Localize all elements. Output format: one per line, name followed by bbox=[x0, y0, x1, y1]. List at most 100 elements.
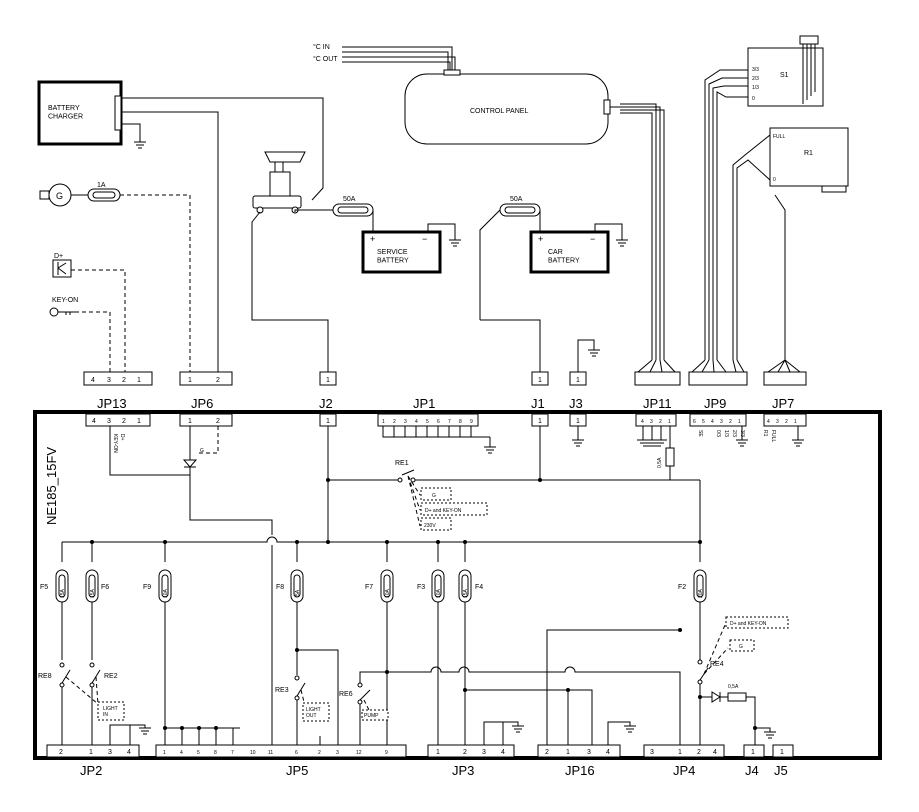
svg-text:4: 4 bbox=[767, 419, 770, 425]
svg-text:9: 9 bbox=[470, 419, 473, 425]
svg-text:1: 1 bbox=[89, 749, 93, 756]
svg-text:12: 12 bbox=[356, 750, 362, 756]
svg-text:4: 4 bbox=[711, 419, 714, 425]
relay-re8: RE8 bbox=[38, 662, 71, 688]
jp11-small-fuse bbox=[665, 447, 675, 467]
svg-text:3: 3 bbox=[650, 749, 654, 756]
board-connector-j3: 1 bbox=[569, 413, 587, 427]
bottom-connector-jp16: 2 1 3 4 bbox=[537, 744, 621, 758]
connector-name-jp5: JP5 bbox=[286, 763, 308, 778]
sensor-s1: S1 3/3 2/3 1/3 0 bbox=[747, 35, 824, 107]
svg-text:2: 2 bbox=[785, 419, 788, 425]
svg-text:1: 1 bbox=[668, 419, 671, 425]
fuse-f2: 20A F2 bbox=[678, 569, 707, 603]
board-outline bbox=[33, 410, 882, 760]
pump-tag bbox=[361, 709, 389, 721]
svg-text:6: 6 bbox=[295, 750, 298, 756]
svg-text:1: 1 bbox=[137, 377, 141, 384]
svg-text:0: 0 bbox=[752, 96, 755, 102]
svg-text:1: 1 bbox=[566, 749, 570, 756]
fuse-f9: 10A F9 bbox=[143, 569, 172, 603]
svg-text:7: 7 bbox=[448, 419, 451, 425]
bottom-connector-jp4: 3 1 2 4 bbox=[643, 744, 725, 758]
svg-text:F8: F8 bbox=[276, 584, 284, 591]
svg-text:FULL: FULL bbox=[770, 430, 776, 442]
light-in-tag bbox=[97, 701, 125, 721]
battery-switch-icon bbox=[252, 151, 306, 214]
connector-name-j5: J5 bbox=[774, 763, 788, 778]
svg-text:G: G bbox=[200, 448, 204, 454]
svg-text:5: 5 bbox=[426, 419, 429, 425]
svg-text:F5: F5 bbox=[40, 584, 48, 591]
board-connector-jp1: 1 2 3 4 5 6 7 8 9 bbox=[377, 413, 479, 427]
svg-text:RE4: RE4 bbox=[710, 661, 724, 668]
bottom-connector-jp2: 2 1 3 4 bbox=[46, 744, 140, 758]
svg-text:RE2: RE2 bbox=[104, 673, 118, 680]
svg-text:20A: 20A bbox=[698, 588, 704, 598]
svg-text:4: 4 bbox=[713, 749, 717, 756]
svg-text:4: 4 bbox=[606, 749, 610, 756]
svg-text:1: 1 bbox=[794, 419, 797, 425]
svg-text:0/3: 0/3 bbox=[715, 430, 721, 437]
svg-text:15A: 15A bbox=[463, 588, 469, 598]
svg-text:S1: S1 bbox=[780, 72, 789, 79]
connector-name-j2: J2 bbox=[319, 396, 333, 411]
svg-text:4: 4 bbox=[415, 419, 418, 425]
svg-text:KEY-ON: KEY-ON bbox=[112, 434, 118, 453]
connector-name-jp11: JP11 bbox=[643, 396, 672, 411]
svg-text:11: 11 bbox=[268, 750, 273, 756]
fuse-f6: 15A F6 bbox=[85, 569, 109, 603]
svg-text:G: G bbox=[56, 191, 63, 201]
svg-text:KEY-ON: KEY-ON bbox=[52, 297, 78, 304]
svg-text:2: 2 bbox=[122, 377, 126, 384]
svg-text:F3: F3 bbox=[417, 584, 425, 591]
top-connector-jp7 bbox=[763, 371, 807, 386]
board-model: NE185_15FV bbox=[44, 447, 59, 525]
svg-text:R1: R1 bbox=[762, 430, 768, 437]
svg-text:1: 1 bbox=[738, 419, 741, 425]
svg-text:0: 0 bbox=[773, 177, 776, 183]
svg-text:G: G bbox=[739, 644, 743, 650]
svg-text:D+: D+ bbox=[54, 253, 63, 260]
svg-text:2: 2 bbox=[463, 749, 467, 756]
svg-text:1: 1 bbox=[576, 418, 580, 425]
svg-text:3: 3 bbox=[587, 749, 591, 756]
svg-text:RE1: RE1 bbox=[395, 460, 409, 467]
light-out-tag bbox=[302, 702, 330, 722]
svg-text:3: 3 bbox=[650, 419, 653, 425]
fuse-f3: 10A F3 bbox=[417, 569, 445, 603]
connector-name-jp4: JP4 bbox=[673, 763, 695, 778]
svg-text:10A: 10A bbox=[436, 588, 442, 598]
svg-text:1: 1 bbox=[326, 418, 330, 425]
top-connector-j1: 1 bbox=[531, 371, 549, 386]
svg-text:10A: 10A bbox=[385, 588, 391, 598]
svg-text:1: 1 bbox=[163, 750, 166, 756]
board-connector-jp11: 4 3 2 1 bbox=[635, 413, 677, 427]
svg-text:3: 3 bbox=[482, 749, 486, 756]
control-panel: CONTROL PANEL bbox=[404, 69, 611, 145]
svg-text:50A: 50A bbox=[343, 196, 356, 203]
svg-text:3: 3 bbox=[336, 750, 339, 756]
relay-re6: RE6 bbox=[339, 682, 371, 705]
bottom-connector-j4: 1 bbox=[743, 744, 765, 758]
svg-text:0,5A: 0,5A bbox=[657, 457, 663, 468]
top-connector-jp11 bbox=[634, 371, 681, 386]
svg-text:5: 5 bbox=[197, 750, 200, 756]
svg-text:FULL: FULL bbox=[773, 134, 785, 140]
svg-text:4: 4 bbox=[91, 377, 95, 384]
svg-text:2: 2 bbox=[59, 749, 63, 756]
svg-text:2/3: 2/3 bbox=[731, 430, 737, 437]
temp-in-label: °C IN bbox=[313, 43, 330, 51]
connector-name-jp6: JP6 bbox=[191, 396, 213, 411]
connector-name-jp16: JP16 bbox=[565, 763, 595, 778]
bottom-connector-jp5: 1 4 5 8 7 10 11 6 2 3 12 9 bbox=[155, 744, 407, 758]
relay-re1: RE1 G D+ and KEY-ON 230V bbox=[395, 460, 488, 531]
svg-text:1: 1 bbox=[326, 377, 330, 384]
svg-text:3/3: 3/3 bbox=[752, 67, 759, 73]
board-connector-jp7: 4 3 2 1 bbox=[763, 413, 807, 427]
svg-text:4: 4 bbox=[180, 750, 183, 756]
